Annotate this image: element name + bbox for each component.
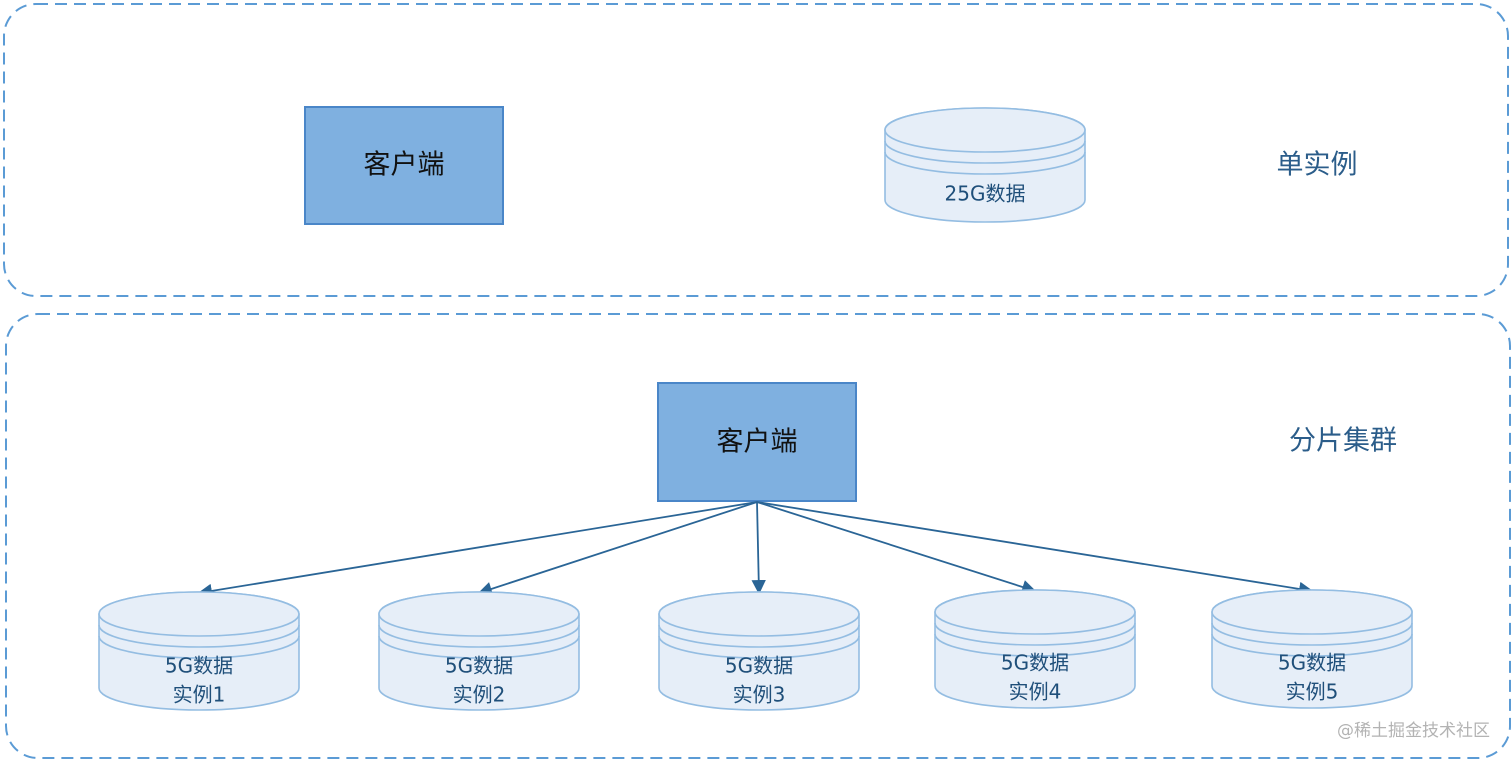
- single-db-label: 25G数据: [945, 182, 1026, 206]
- cluster-client-box: [657, 382, 857, 502]
- arrow-to-shard-3: [751, 501, 766, 595]
- arrow-to-shard-5: [756, 501, 1314, 597]
- watermark: @稀土掘金技术社区: [1337, 721, 1490, 741]
- sharded-cluster-label: 分片集群: [1289, 426, 1397, 457]
- single-client-box: [304, 106, 504, 225]
- shard-4-data-label: 5G数据: [1001, 651, 1069, 675]
- shard-4-cylinder: [934, 589, 1136, 709]
- shard-3-data-label: 5G数据: [725, 654, 793, 678]
- sharded-cluster-group: 客户端 分片集群 5G数据 实例1 5G数据 实例2: [5, 313, 1511, 759]
- single-client-label: 客户端: [364, 150, 445, 181]
- shard-2-instance-label: 实例2: [453, 683, 506, 707]
- single-instance-group: 客户端 25G数据 单实例: [3, 3, 1509, 297]
- arrow-to-shard-2: [477, 501, 758, 596]
- shard-4-instance-label: 实例4: [1009, 680, 1062, 704]
- single-instance-frame: [3, 3, 1509, 297]
- arrow-to-shard-1: [197, 501, 758, 599]
- shard-1-cylinder: [98, 591, 300, 711]
- sharded-cluster-frame: [5, 313, 1511, 759]
- single-db-cylinder: [884, 107, 1086, 223]
- shard-1-data-label: 5G数据: [165, 654, 233, 678]
- cluster-client-label: 客户端: [717, 427, 798, 458]
- shard-2-cylinder: [378, 591, 580, 711]
- shard-1-instance-label: 实例1: [173, 683, 226, 707]
- shard-5-instance-label: 实例5: [1286, 680, 1339, 704]
- arrow-to-shard-4: [756, 501, 1037, 594]
- shard-5-cylinder: [1211, 589, 1413, 709]
- shard-5-data-label: 5G数据: [1278, 651, 1346, 675]
- shard-3-instance-label: 实例3: [733, 683, 786, 707]
- single-instance-label: 单实例: [1277, 150, 1358, 181]
- shard-3-cylinder: [658, 591, 860, 711]
- shard-2-data-label: 5G数据: [445, 654, 513, 678]
